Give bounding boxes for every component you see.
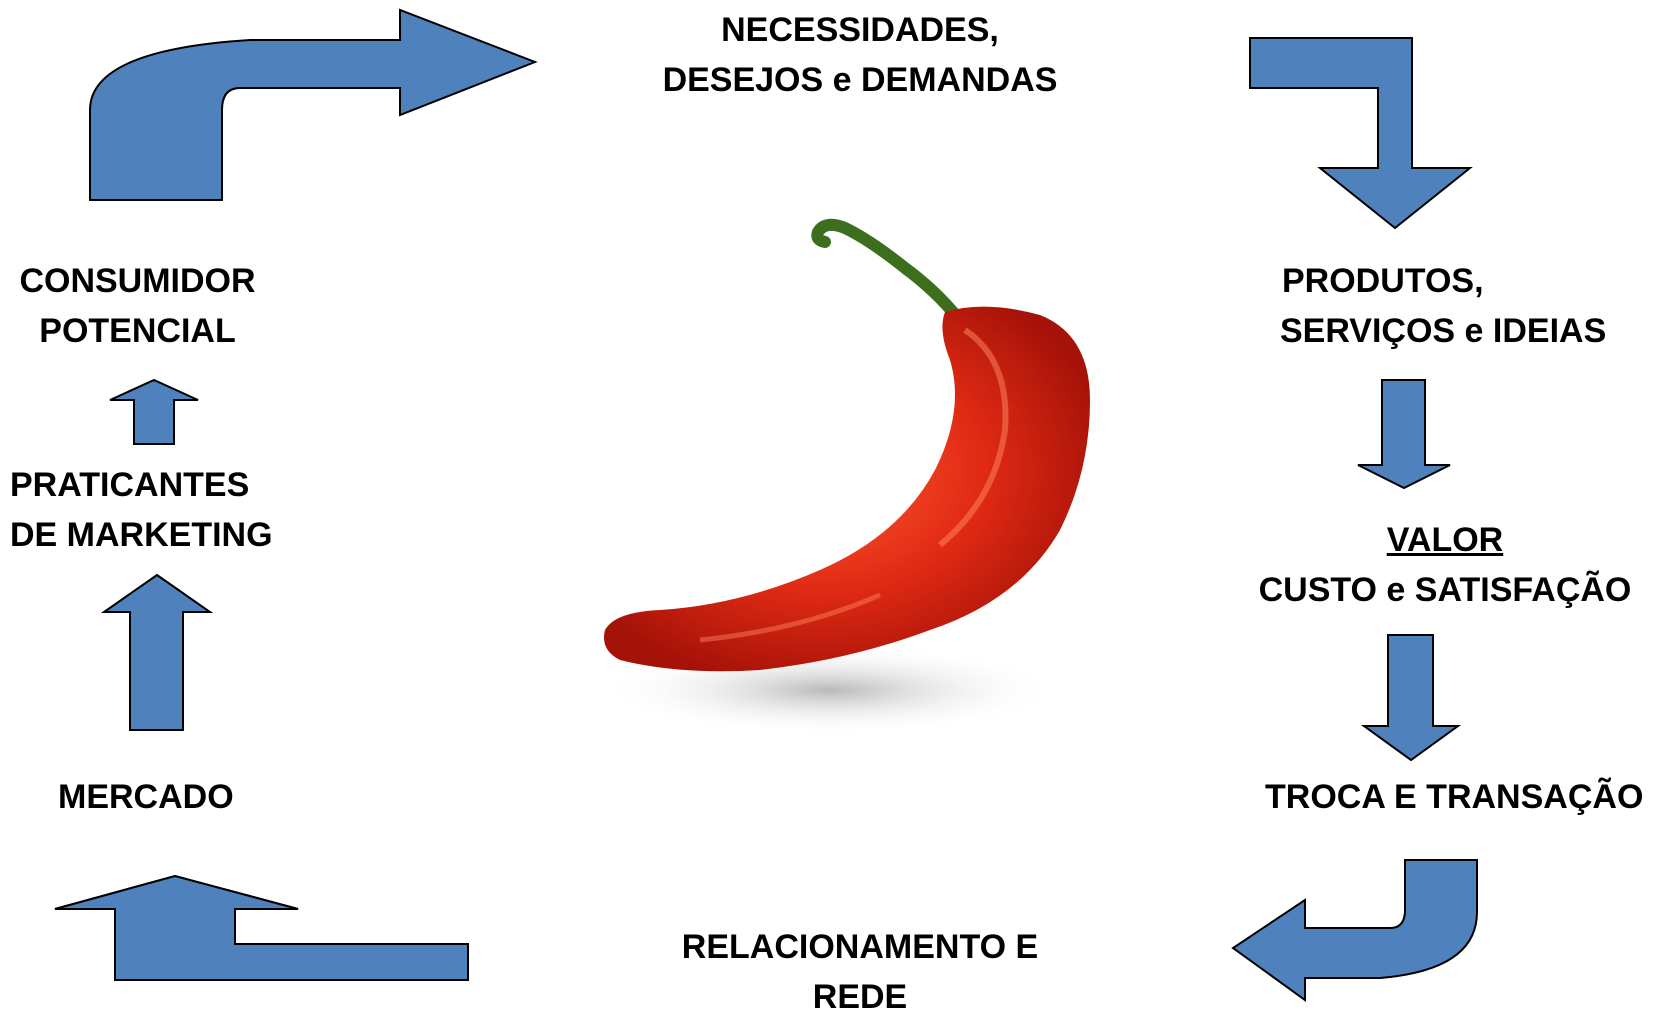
down-arrow-valor-troca [1360, 634, 1462, 762]
pepper-stem [811, 218, 964, 324]
label-valor: VALOR CUSTO e SATISFAÇÃO [1258, 521, 1632, 609]
label-produtos: PRODUTOS, SERVIÇOS e IDEIAS [1280, 262, 1607, 350]
pepper-body [604, 306, 1090, 672]
label-troca: TROCA E TRANSAÇÃO [1265, 778, 1644, 816]
bent-arrow-bottom-left-body [54, 874, 469, 981]
down-arrow-produtos-valor [1357, 379, 1451, 490]
bent-arrow-top-right [1249, 37, 1473, 230]
curved-arrow-top-left [89, 8, 538, 201]
label-relacionamento: RELACIONAMENTO E REDE [681, 928, 1039, 1016]
label-praticantes: PRATICANTES DE MARKETING [10, 466, 273, 554]
up-arrow-mercado-praticantes [100, 573, 214, 731]
curved-arrow-bottom-right [1231, 859, 1478, 1002]
label-mercado: MERCADO [58, 778, 234, 816]
label-consumidor: CONSUMIDOR POTENCIAL [19, 262, 256, 350]
up-arrow-praticantes-consumidor [109, 378, 199, 445]
label-necessidades: NECESSIDADES, DESEJOS e DEMANDAS [662, 11, 1058, 99]
